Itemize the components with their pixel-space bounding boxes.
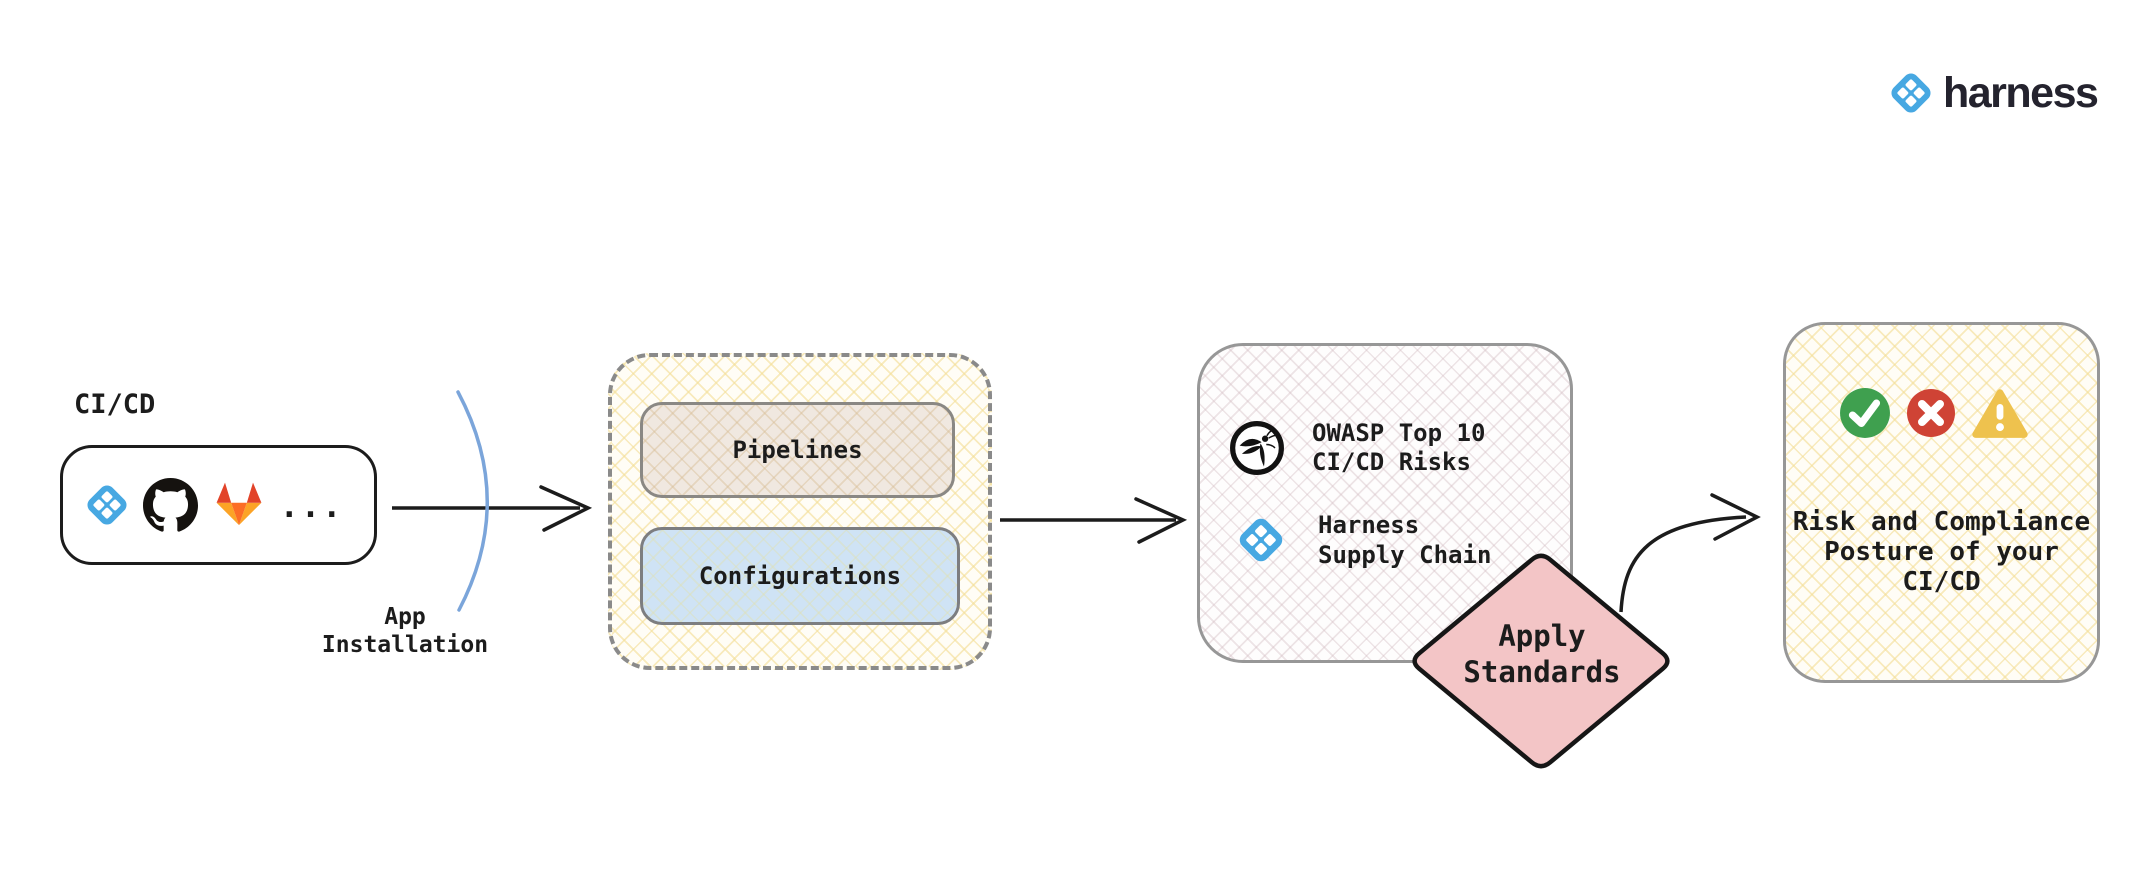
warning-icon	[1972, 389, 2028, 438]
arrow-apply-to-result	[1619, 515, 1747, 613]
harness-icon	[1236, 515, 1286, 565]
owasp-icon	[1230, 421, 1284, 475]
status-icons	[1839, 387, 2029, 439]
cicd-source-box: ...	[60, 445, 377, 565]
owasp-label: OWASP Top 10 CI/CD Risks	[1312, 419, 1486, 476]
brand-wordmark: harness	[1943, 68, 2099, 117]
apply-standards-label: Apply Standards	[1463, 619, 1621, 689]
pipelines-label: Pipelines	[732, 436, 863, 464]
arrowhead	[1710, 493, 1761, 541]
gitlab-icon	[216, 482, 261, 526]
owasp-row: OWASP Top 10 CI/CD Risks	[1228, 419, 1485, 477]
app-installation-label: App Installation	[321, 604, 489, 658]
app-installation-arc	[456, 390, 489, 612]
harness-icon	[83, 482, 130, 528]
more-tools-label: ...	[279, 487, 344, 525]
pipelines-node: Pipelines	[640, 402, 955, 498]
arrowhead	[1134, 497, 1188, 544]
check-icon	[1840, 388, 1890, 438]
configurations-label: Configurations	[698, 562, 902, 590]
harness-logo-icon	[1888, 70, 1934, 116]
harness-supply-chain-label: Harness Supply Chain	[1318, 511, 1492, 569]
standards-box: OWASP Top 10 CI/CD Risks Harness Supply …	[1197, 343, 1573, 663]
harness-supply-chain-row: Harness Supply Chain	[1236, 510, 1491, 570]
harness-brand: harness	[1888, 68, 2099, 117]
github-icon	[142, 477, 198, 532]
configurations-node: Configurations	[640, 527, 960, 625]
cicd-title: CI/CD	[74, 389, 156, 420]
result-box: Risk and Compliance Posture of your CI/C…	[1783, 322, 2100, 683]
arrowhead	[539, 485, 593, 532]
result-label: Risk and Compliance Posture of your CI/C…	[1792, 507, 2091, 597]
cross-icon	[1907, 389, 1955, 437]
